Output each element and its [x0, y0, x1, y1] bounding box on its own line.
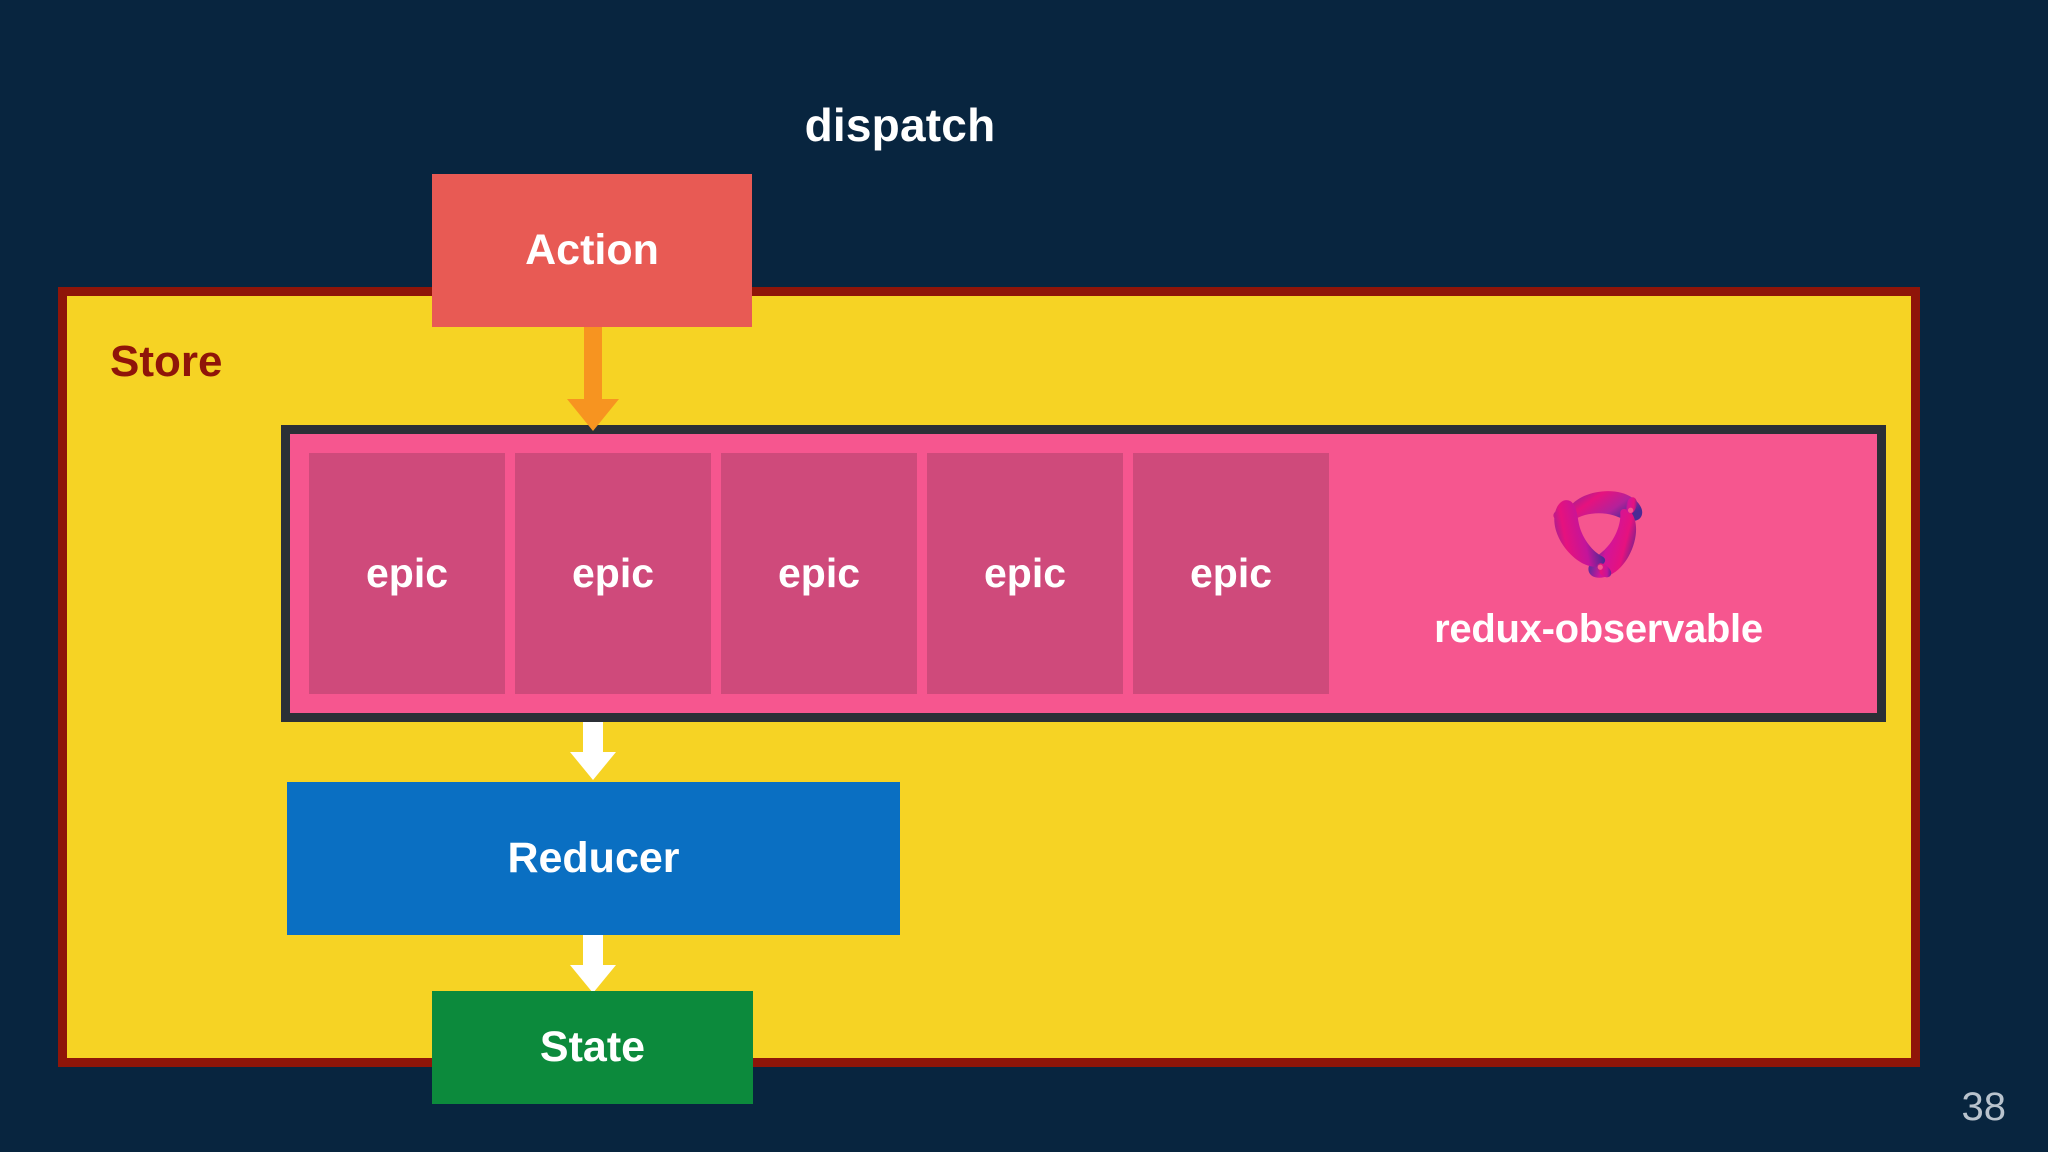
epic-label: epic	[571, 550, 655, 596]
epic-inner-row: epic epic epic epic epic	[299, 443, 1868, 704]
epic-label: epic	[777, 550, 861, 596]
epic-middleware-container: epic epic epic epic epic	[281, 425, 1886, 722]
store-label: Store	[110, 337, 223, 386]
epic-card: epic	[309, 453, 505, 694]
redux-observable-label: redux-observable	[1434, 607, 1763, 651]
reducer-to-state-arrow	[570, 935, 616, 993]
epic-label: epic	[983, 550, 1067, 596]
epic-label: epic	[365, 550, 449, 596]
state-node: State	[432, 991, 753, 1104]
action-to-epics-arrow	[567, 327, 619, 431]
epics-to-reducer-arrow	[570, 722, 616, 780]
dispatch-label: dispatch	[804, 99, 996, 151]
state-node-label: State	[539, 1023, 646, 1071]
action-node: Action	[432, 174, 752, 327]
action-node-label: Action	[525, 226, 659, 274]
reducer-node-label: Reducer	[507, 834, 680, 882]
redux-observable-logo-icon	[1552, 491, 1642, 578]
epic-label: epic	[1189, 550, 1273, 596]
reducer-node: Reducer	[287, 782, 900, 935]
page-number: 38	[1961, 1085, 2007, 1129]
epic-card: epic	[515, 453, 711, 694]
epic-card: epic	[927, 453, 1123, 694]
epic-card: epic	[721, 453, 917, 694]
redux-observable-branding: redux-observable	[1329, 443, 1868, 704]
epic-card: epic	[1133, 453, 1329, 694]
